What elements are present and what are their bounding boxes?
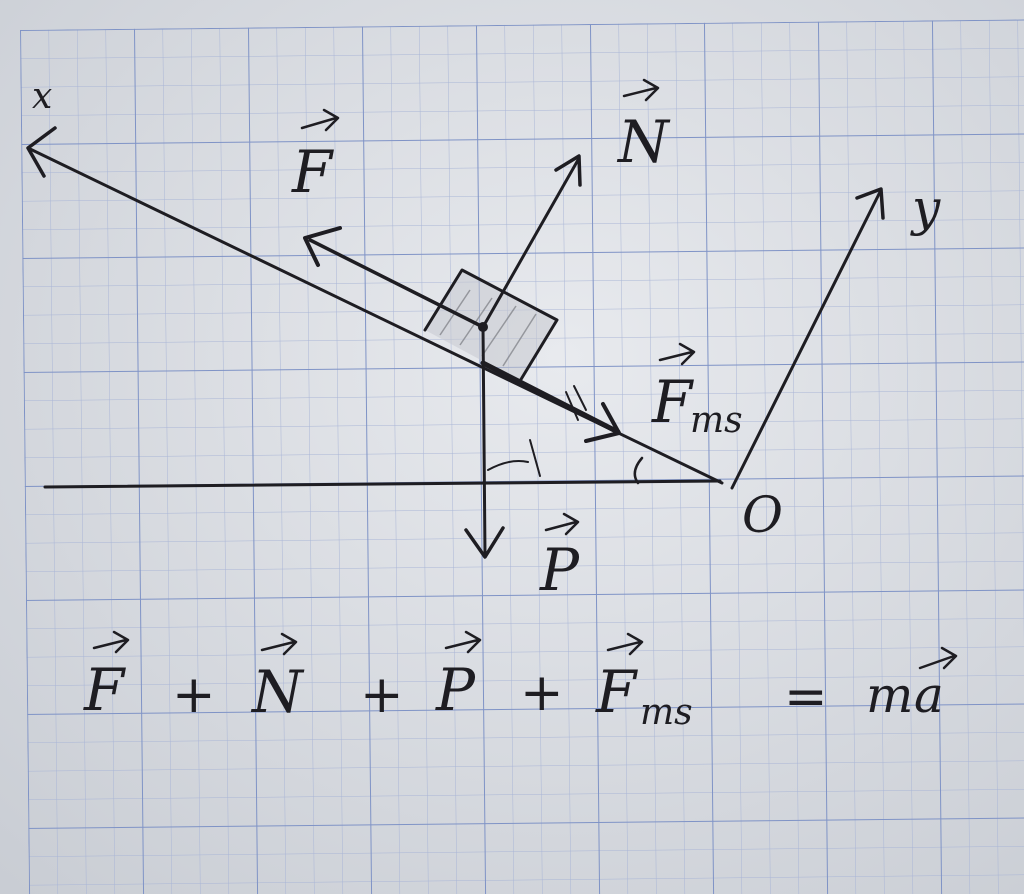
svg-text:P: P xyxy=(435,656,476,724)
vector-n-arrow xyxy=(481,158,580,329)
y-axis-label: y xyxy=(910,179,941,237)
svg-text:F: F xyxy=(83,656,126,724)
svg-text:F: F xyxy=(291,138,334,206)
eq-term-n: N xyxy=(250,632,305,726)
ground-line xyxy=(43,479,722,489)
svg-text:ms: ms xyxy=(690,400,743,441)
label-p: P xyxy=(539,512,580,604)
label-fms: F ms xyxy=(651,342,743,441)
origin-label: O xyxy=(742,486,783,544)
svg-text:ms: ms xyxy=(640,692,693,733)
vector-fms-arrowhead xyxy=(584,402,621,443)
eq-rhs: m a xyxy=(866,646,958,724)
svg-text:F: F xyxy=(595,658,638,726)
eq-term-fms: F ms xyxy=(595,632,693,733)
vector-f-arrowhead xyxy=(303,226,342,267)
eq-plus-1: + xyxy=(172,665,216,725)
y-axis-line xyxy=(730,190,882,490)
vector-fms-arrow xyxy=(480,360,621,435)
eq-term-f: F xyxy=(83,630,130,724)
x-axis-label: x xyxy=(32,76,52,117)
label-n: N xyxy=(616,78,671,176)
gravity-angle-arc xyxy=(487,460,529,471)
svg-text:m: m xyxy=(866,666,913,724)
x-axis-arrowhead xyxy=(26,126,57,178)
vector-f-arrow xyxy=(308,238,485,329)
svg-text:a: a xyxy=(914,666,944,724)
svg-text:N: N xyxy=(250,658,305,726)
svg-text:N: N xyxy=(616,108,671,176)
vector-p-arrowhead xyxy=(464,526,505,559)
y-axis-arrowhead xyxy=(855,187,885,220)
eq-term-p: P xyxy=(435,630,482,724)
eq-equals: = xyxy=(784,667,828,727)
incline-angle-arc xyxy=(633,456,644,485)
label-f: F xyxy=(291,108,340,206)
vector-n-arrowhead xyxy=(554,154,582,187)
svg-text:P: P xyxy=(539,536,580,604)
eq-plus-3: + xyxy=(520,663,564,723)
svg-text:F: F xyxy=(651,368,694,436)
equation: F + N + P + F ms = m a xyxy=(83,630,958,733)
eq-plus-2: + xyxy=(360,665,404,725)
